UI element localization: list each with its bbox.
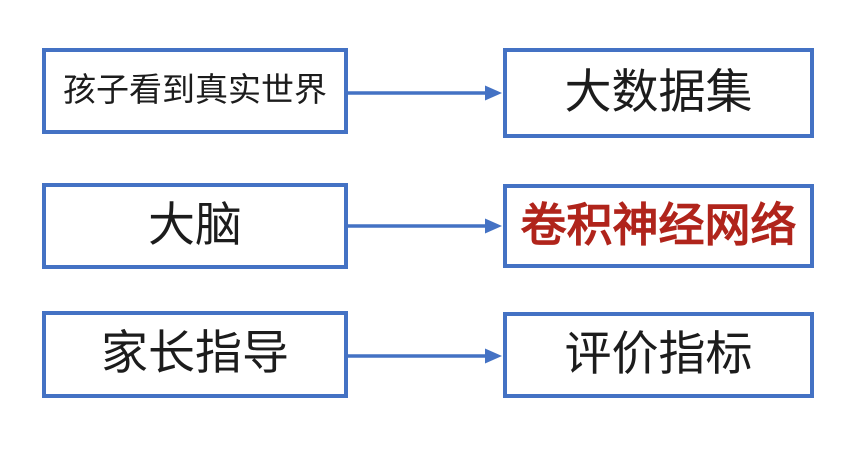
box-label: 孩子看到真实世界 xyxy=(63,72,327,109)
arrowhead xyxy=(485,218,502,234)
box-label: 大数据集 xyxy=(564,66,753,119)
box-label: 家长指导 xyxy=(101,328,289,380)
box-parental-guidance: 家长指导 xyxy=(42,311,348,398)
arrowhead xyxy=(485,85,502,101)
box-child-sees-real-world: 孩子看到真实世界 xyxy=(42,48,348,134)
box-label-highlighted: 卷积神经网络 xyxy=(520,200,797,251)
box-convolutional-neural-network: 卷积神经网络 xyxy=(503,184,814,268)
right-arrow xyxy=(348,348,502,364)
box-brain: 大脑 xyxy=(42,183,348,269)
box-label: 评价指标 xyxy=(564,328,753,381)
right-arrow xyxy=(348,85,502,101)
box-label: 大脑 xyxy=(148,199,242,252)
box-big-dataset: 大数据集 xyxy=(503,48,814,138)
arrowhead xyxy=(485,348,502,364)
box-evaluation-metrics: 评价指标 xyxy=(503,312,814,398)
right-arrow xyxy=(348,218,502,234)
